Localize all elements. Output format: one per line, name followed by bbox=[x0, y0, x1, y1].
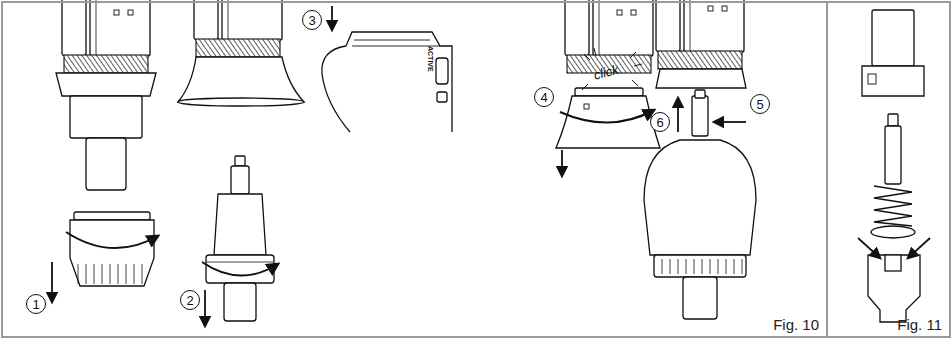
fig-eleven-art bbox=[858, 10, 930, 322]
callout-circle: 2 bbox=[180, 290, 200, 310]
step-two-art-part bbox=[231, 166, 249, 194]
step-five-six-art-part bbox=[662, 259, 742, 274]
step-five-six-art-part bbox=[582, 48, 642, 90]
fig-eleven-art-part bbox=[868, 255, 920, 322]
step-five-six-art bbox=[582, 0, 756, 319]
step-three-art-part bbox=[331, 6, 333, 30]
figure-panel: Fig. 11 bbox=[826, 1, 951, 338]
step-one-art-part bbox=[51, 262, 53, 302]
button-marking: ACTIVE bbox=[427, 46, 434, 72]
step-four-art-part bbox=[575, 88, 643, 96]
step-five-six-art-part bbox=[714, 121, 746, 123]
callout-number: 4 bbox=[540, 91, 547, 104]
step-two-art-part bbox=[194, 0, 282, 57]
step-one-art-part bbox=[62, 0, 150, 73]
fig-eleven-art-part bbox=[872, 10, 914, 66]
callout-number: 5 bbox=[756, 98, 763, 111]
step-two-art-part bbox=[224, 283, 256, 321]
step-four-art-part bbox=[584, 104, 589, 109]
callout-circle: 5 bbox=[750, 94, 770, 114]
step-one-art-part bbox=[66, 232, 158, 248]
fig-eleven-art-part bbox=[858, 238, 880, 258]
fig-eleven-art-part bbox=[885, 255, 901, 271]
fig-eleven-art-part bbox=[908, 238, 930, 258]
step-three-art bbox=[322, 6, 452, 132]
step-one-art-part bbox=[70, 96, 142, 138]
step-four-art-part bbox=[561, 150, 563, 176]
callout-circle: 1 bbox=[26, 294, 46, 314]
step-five-six-art-part bbox=[692, 96, 708, 136]
step-five-six-art-part bbox=[683, 277, 717, 319]
step-two-art bbox=[178, 0, 304, 326]
step-two-art-part bbox=[206, 262, 274, 263]
step-five-six-art-part bbox=[677, 98, 679, 132]
callout-number: 2 bbox=[186, 294, 193, 307]
step-five-six-art-part bbox=[656, 0, 744, 69]
step-two-art-part bbox=[235, 156, 245, 166]
figure-number: Fig. 11 bbox=[897, 316, 942, 333]
callout-number: 6 bbox=[656, 116, 663, 129]
callout-circle: 3 bbox=[302, 10, 322, 30]
step-four-art-part bbox=[560, 110, 654, 123]
step-two-art-part bbox=[178, 57, 304, 102]
step-two-art-part bbox=[178, 98, 304, 106]
step-one-art-part bbox=[78, 264, 142, 284]
step-five-six-art-part bbox=[654, 255, 746, 277]
figure-number: Fig. 10 bbox=[773, 316, 819, 333]
step-three-art-part bbox=[352, 46, 440, 47]
step-two-art-part bbox=[214, 194, 266, 255]
step-three-art-part bbox=[436, 58, 448, 84]
fig-eleven-art-part bbox=[871, 226, 915, 238]
step-one-art-part bbox=[86, 138, 126, 190]
step-five-six-art-part bbox=[644, 140, 756, 255]
step-two-art-part bbox=[204, 290, 206, 326]
step-three-art-part bbox=[322, 32, 452, 132]
step-one-art-part bbox=[56, 73, 156, 96]
step-two-art-part bbox=[202, 262, 278, 276]
figure-panel: Fig. 10 1 2 3 4 5 6 bbox=[1, 1, 828, 338]
step-one-art bbox=[52, 0, 158, 302]
callout-circle: 6 bbox=[650, 112, 670, 132]
callout-number: 3 bbox=[308, 14, 315, 27]
step-four-art bbox=[556, 0, 660, 176]
fig-eleven-art-part bbox=[868, 74, 876, 84]
step-four-art-part bbox=[556, 96, 660, 148]
fig-eleven-art-part bbox=[874, 186, 912, 226]
step-three-art-part bbox=[437, 92, 447, 102]
callout-circle: 4 bbox=[534, 87, 554, 107]
step-three-art-part bbox=[354, 40, 430, 41]
fig-eleven-art-part bbox=[885, 126, 901, 184]
sound-label: click bbox=[592, 62, 620, 83]
callout-number: 1 bbox=[32, 298, 39, 311]
step-five-six-art-part bbox=[656, 69, 746, 88]
fig-eleven-art-part bbox=[888, 114, 898, 126]
fig-eleven-art-part bbox=[862, 66, 924, 96]
step-one-art-part bbox=[74, 212, 150, 220]
step-four-art-part bbox=[565, 0, 653, 73]
step-one-art-part bbox=[70, 220, 154, 286]
step-five-six-art-part bbox=[695, 90, 705, 98]
